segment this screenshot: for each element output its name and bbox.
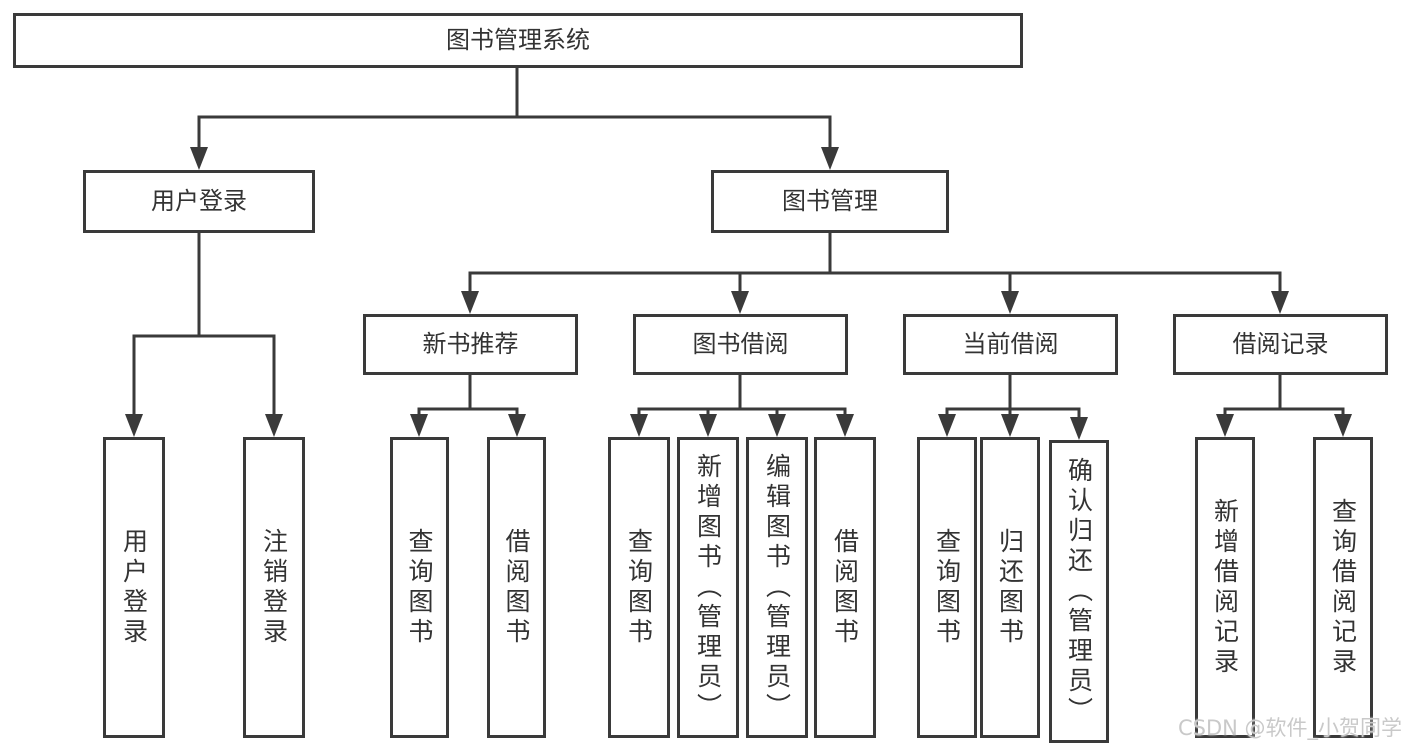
node-label: 用户登录	[151, 187, 247, 216]
leaf-logout: 注销登录	[243, 437, 305, 738]
node-label: 图书管理	[782, 187, 878, 216]
leaf-add-borrow-record: 新增借阅记录	[1195, 437, 1255, 738]
node-label: 新增图书（管理员）	[693, 452, 723, 723]
leaf-query-borrow-record: 查询借阅记录	[1313, 437, 1373, 738]
leaf-add-books-admin: 新增图书（管理员）	[677, 437, 739, 738]
node-new-book-recommend: 新书推荐	[363, 314, 578, 375]
node-label: 借阅图书	[830, 527, 860, 648]
leaf-user-login: 用户登录	[103, 437, 165, 738]
node-label: 图书借阅	[692, 330, 789, 359]
node-book-borrowing: 图书借阅	[633, 314, 848, 375]
node-current-borrowing: 当前借阅	[903, 314, 1118, 375]
node-label: 新增借阅记录	[1210, 497, 1240, 678]
node-borrowing-records: 借阅记录	[1173, 314, 1388, 375]
leaf-borrow-books: 借阅图书	[487, 437, 546, 738]
leaf-query-books-3: 查询图书	[917, 437, 977, 738]
leaf-query-books-2: 查询图书	[608, 437, 670, 738]
node-label: 归还图书	[995, 527, 1025, 648]
node-label: 借阅图书	[502, 527, 531, 648]
leaf-query-books: 查询图书	[390, 437, 449, 738]
node-label: 查询图书	[405, 527, 434, 648]
node-label: 借阅记录	[1232, 330, 1329, 359]
node-label: 用户登录	[119, 527, 149, 648]
node-label: 确认归还（管理员）	[1064, 456, 1094, 727]
node-label: 新书推荐	[422, 330, 519, 359]
leaf-edit-books-admin: 编辑图书（管理员）	[746, 437, 808, 738]
node-root-library-system: 图书管理系统	[13, 13, 1023, 68]
node-label: 查询图书	[932, 527, 962, 648]
leaf-borrow-books-2: 借阅图书	[814, 437, 876, 738]
arrowheads	[125, 147, 1352, 440]
node-book-management: 图书管理	[711, 170, 949, 233]
node-label: 查询图书	[624, 527, 654, 648]
node-label: 注销登录	[259, 527, 289, 648]
leaf-return-books: 归还图书	[980, 437, 1040, 738]
leaf-confirm-return-admin: 确认归还（管理员）	[1049, 440, 1109, 743]
node-label: 编辑图书（管理员）	[762, 452, 792, 723]
csdn-watermark: CSDN @软件_小贺同学	[1178, 716, 1403, 740]
node-label: 图书管理系统	[446, 26, 590, 55]
node-label: 当前借阅	[962, 330, 1059, 359]
node-label: 查询借阅记录	[1328, 497, 1358, 678]
node-user-login: 用户登录	[83, 170, 315, 233]
